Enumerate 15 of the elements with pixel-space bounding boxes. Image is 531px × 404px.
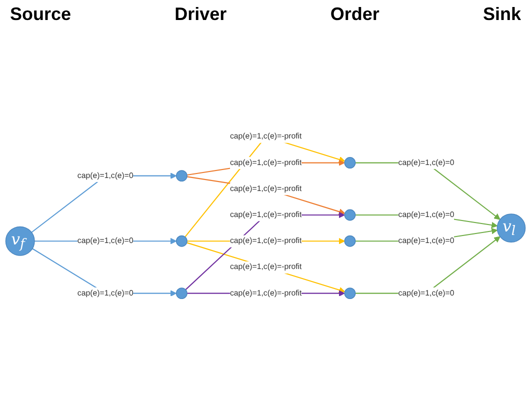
node-circle — [176, 235, 188, 247]
column-heading: Order — [330, 4, 380, 26]
arrow — [186, 176, 346, 215]
column-heading: Sink — [482, 4, 521, 26]
column-heading: Source — [10, 4, 72, 26]
node-circle — [344, 157, 356, 168]
column-heading: Driver — [174, 4, 227, 26]
node-circle — [176, 288, 188, 300]
node-circle — [344, 235, 356, 247]
node-circle — [344, 288, 356, 300]
node-circle — [176, 170, 188, 182]
node-circle: v$_{f}$ — [5, 226, 35, 256]
node-circle: v$_{l}$ — [496, 214, 526, 242]
arrow — [186, 242, 346, 294]
node-circle — [344, 209, 356, 221]
